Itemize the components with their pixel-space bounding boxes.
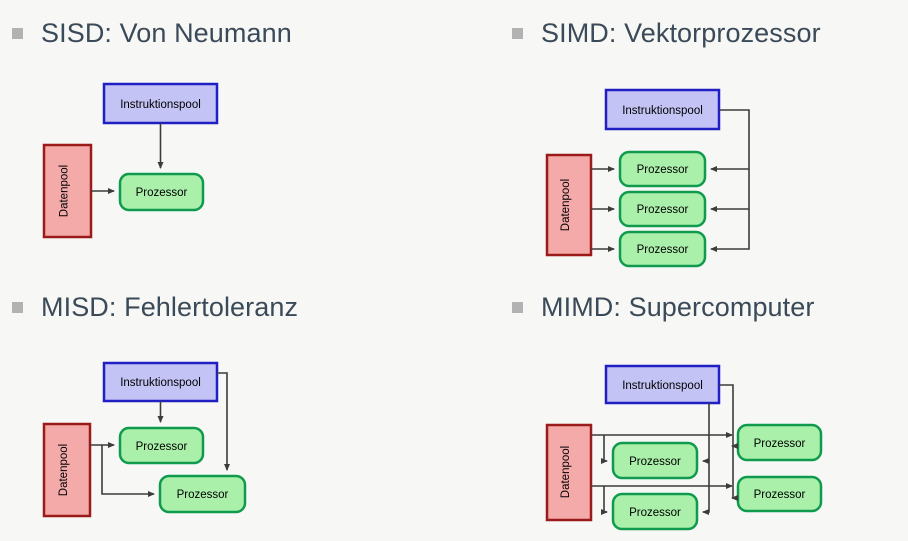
arrow-data-to-processor-left-2 xyxy=(601,486,608,515)
node-processor-2-label: Prozessor xyxy=(177,489,229,501)
bullet-square-icon xyxy=(512,28,523,39)
node-processor-2-label: Prozessor xyxy=(637,204,689,216)
node-data-pool-label: Datenpool xyxy=(59,165,71,217)
arrow-instruction-to-processor-right-1 xyxy=(719,384,738,449)
node-processor-left-1-label: Prozessor xyxy=(629,456,681,468)
quadrant-mimd: MIMD: Supercomputer Instruktionspool Dat… xyxy=(454,271,908,541)
node-instruction-pool-label: Instruktionspool xyxy=(622,105,703,117)
arrow-data-to-processor-2 xyxy=(101,445,155,497)
node-processor-2 xyxy=(158,474,247,514)
node-data-pool xyxy=(42,422,92,518)
node-processor-left-2-label: Prozessor xyxy=(629,507,681,519)
node-instruction-pool xyxy=(604,364,721,405)
diagram-mimd: Instruktionspool Datenpool Prozessor Pro… xyxy=(545,364,823,531)
diagram-simd: Instruktionspool Datenpool Prozessor Pro… xyxy=(545,88,750,268)
heading-misd-label: MISD: Fehlertoleranz xyxy=(41,292,299,322)
node-processor-left-2 xyxy=(611,492,699,531)
node-processor-left-1 xyxy=(611,441,699,480)
node-processor-right-1-label: Prozessor xyxy=(754,438,806,450)
quadrant-sisd: SISD: Von Neumann Instruktionspool Daten… xyxy=(0,0,454,270)
arrow-instruction-to-processor-2 xyxy=(217,372,230,471)
node-data-pool-label: Datenpool xyxy=(560,179,572,231)
diagram-sisd: Instruktionspool Datenpool Prozessor xyxy=(42,82,219,239)
node-processor-right-2-label: Prozessor xyxy=(754,489,806,501)
node-processor-1-label: Prozessor xyxy=(637,164,689,176)
arrow-instruction-to-processor-1 xyxy=(710,109,750,172)
node-instruction-pool-label: Instruktionspool xyxy=(120,99,201,111)
node-processor-right-2 xyxy=(736,475,823,513)
arrow-instruction-to-processor-right-2 xyxy=(731,446,738,501)
node-processor-3 xyxy=(618,230,707,268)
node-processor-1 xyxy=(118,426,205,465)
heading-mimd-label: MIMD: Supercomputer xyxy=(541,292,815,322)
heading-mimd: MIMD: Supercomputer xyxy=(512,294,814,321)
quadrant-simd: SIMD: Vektorprozessor Instruktionspool D… xyxy=(454,0,908,270)
node-processor-2 xyxy=(618,190,707,228)
node-processor-1-label: Prozessor xyxy=(136,441,188,453)
node-processor-right-1 xyxy=(736,423,823,462)
arrow-instruction-to-processor-left-2 xyxy=(702,461,710,515)
diagram-misd: Instruktionspool Datenpool Prozessor Pro… xyxy=(42,361,247,518)
bullet-square-icon xyxy=(512,302,523,313)
node-instruction-pool-label: Instruktionspool xyxy=(120,377,201,389)
node-instruction-pool-label: Instruktionspool xyxy=(622,380,703,392)
arrow-instruction-to-processor-2 xyxy=(710,169,750,212)
node-processor-1 xyxy=(618,150,707,188)
node-data-pool-label: Datenpool xyxy=(560,446,572,498)
heading-sisd: SISD: Von Neumann xyxy=(12,20,292,47)
arrow-instruction-to-processor-3 xyxy=(710,209,750,252)
node-processor-3-label: Prozessor xyxy=(637,244,689,256)
node-data-pool-label: Datenpool xyxy=(58,444,70,496)
node-instruction-pool xyxy=(102,82,219,125)
quadrant-misd: MISD: Fehlertoleranz Instruktionspool Da… xyxy=(0,271,454,541)
arrow-data-to-processor-left-1 xyxy=(601,435,608,464)
node-processor-1 xyxy=(118,172,205,212)
node-data-pool xyxy=(545,423,593,522)
bullet-square-icon xyxy=(12,302,23,313)
heading-simd: SIMD: Vektorprozessor xyxy=(512,20,821,47)
heading-simd-label: SIMD: Vektorprozessor xyxy=(541,18,821,48)
node-data-pool xyxy=(545,153,593,257)
node-instruction-pool xyxy=(604,88,721,131)
heading-misd: MISD: Fehlertoleranz xyxy=(12,294,298,321)
node-processor-1-label: Prozessor xyxy=(136,187,188,199)
bullet-square-icon xyxy=(12,28,23,39)
heading-sisd-label: SISD: Von Neumann xyxy=(41,18,292,48)
arrow-instruction-to-processor-left-1 xyxy=(702,403,710,464)
